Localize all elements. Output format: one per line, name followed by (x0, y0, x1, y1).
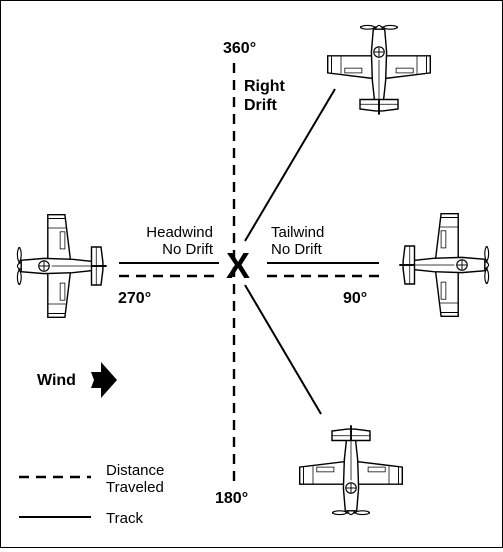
right-drift-label-line2: Drift (244, 97, 278, 114)
right-drift-track-line (244, 88, 336, 242)
legend-track-label: Track (106, 510, 143, 527)
heading-90-label: 90° (343, 290, 367, 307)
right-drift-label-line1: Right (244, 78, 286, 95)
heading-360-label: 360° (223, 40, 256, 57)
heading-180-label: 180° (215, 490, 248, 507)
heading-270-label: 270° (118, 290, 151, 307)
airplane-south-icon (298, 424, 404, 516)
headwind-label-line1: Headwind (146, 224, 213, 241)
airplane-north-icon (326, 24, 432, 116)
legend-distance-label-line2: Traveled (106, 479, 164, 496)
wind-label: Wind (37, 372, 76, 389)
legend-distance-label-line1: Distance (106, 462, 164, 479)
airplane-east-icon (398, 212, 490, 318)
center-x-mark: X (226, 245, 250, 286)
wind-arrow-icon (91, 362, 117, 398)
left-drift-track-line (244, 284, 322, 415)
tailwind-label-line1: Tailwind (271, 224, 324, 241)
tailwind-label-line2: No Drift (271, 241, 323, 258)
headwind-label-line2: No Drift (162, 241, 214, 258)
airplane-west-icon (16, 213, 108, 319)
